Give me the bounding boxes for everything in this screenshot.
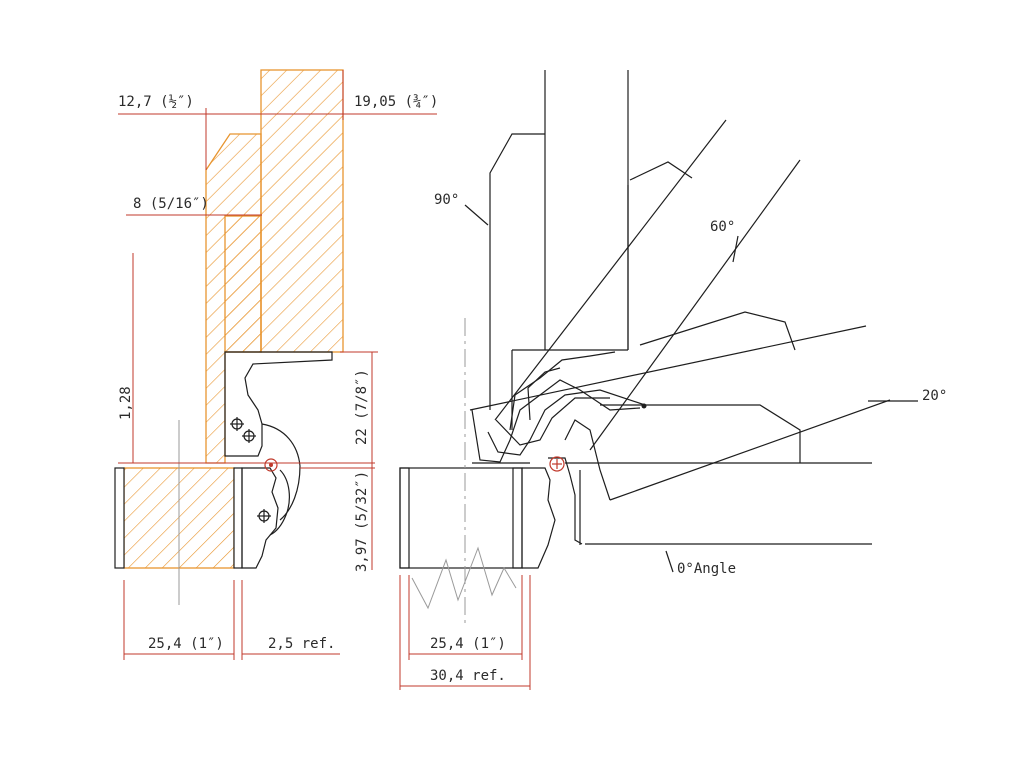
- frame-upper-block: [260, 69, 344, 353]
- dim-vertical-height-label: 1,28: [118, 386, 134, 420]
- dim-hinge-upper-label: 22 (7/8″): [354, 369, 370, 445]
- door-face-left: [114, 467, 125, 569]
- hinge-lower-leaf: [241, 467, 279, 569]
- label-90: 90°: [434, 192, 489, 226]
- angle-60-label: 60°: [710, 219, 735, 235]
- screw-icon: [230, 417, 244, 431]
- hinge-lower-curve: [269, 469, 290, 536]
- angle-20-label: 20°: [922, 388, 947, 404]
- dim-right-door-width: 25,4 (1″): [408, 575, 523, 660]
- door-position-60: [494, 119, 801, 451]
- dim-hinge-lower: 3,97 (5/32″): [354, 463, 373, 572]
- dim-right-door-width-label: 25,4 (1″): [430, 636, 506, 652]
- dim-hinge-lower-label: 3,97 (5/32″): [354, 471, 370, 572]
- dim-top-right-label: 19,05 (¾″): [354, 94, 438, 110]
- hinge-cluster: [471, 351, 647, 501]
- pivot-icon: [264, 458, 278, 472]
- angle-0-label: 0°Angle: [677, 561, 736, 577]
- dim-top-left-label: 12,7 (½″): [118, 94, 194, 110]
- label-20: 20°: [868, 388, 947, 404]
- hinge-knuckle-curve: [261, 423, 301, 521]
- screw-icon: [257, 509, 271, 523]
- dim-door-width: 25,4 (1″): [123, 580, 235, 660]
- pivot-icon: [549, 456, 565, 472]
- right-opening-angles-view: 90° 60° 20° 0°Angle 25,4 (1″) 30,4 ref.: [399, 70, 947, 690]
- dim-top-right: 19,05 (¾″): [262, 70, 438, 120]
- door-position-0: [565, 404, 872, 545]
- label-0: 0°Angle: [665, 550, 736, 577]
- dim-ref-label: 2,5 ref.: [268, 636, 335, 652]
- dim-ref: 2,5 ref.: [241, 580, 340, 660]
- label-60: 60°: [710, 219, 739, 263]
- dim-right-ref-label: 30,4 ref.: [430, 668, 506, 684]
- screw-icon: [242, 429, 256, 443]
- dim-offset-label: 8 (5/16″): [133, 196, 209, 212]
- dim-vertical-height: 1,28: [118, 253, 134, 463]
- frame-inner-slot: [224, 215, 262, 353]
- closed-door-block: [399, 457, 583, 610]
- dim-top-left: 12,7 (½″): [118, 94, 262, 170]
- door-position-20: [469, 311, 891, 501]
- dim-door-width-label: 25,4 (1″): [148, 636, 224, 652]
- angle-90-label: 90°: [434, 192, 459, 208]
- dim-hinge-upper: 22 (7/8″): [340, 351, 378, 463]
- dim-right-ref: 30,4 ref.: [399, 575, 531, 690]
- door-position-90: [489, 70, 629, 430]
- hinge-upper-leaf: [224, 351, 333, 457]
- left-section-view: 12,7 (½″) 19,05 (¾″) 8 (5/16″) 1,28 22 (…: [114, 69, 438, 660]
- dim-offset: 8 (5/16″): [126, 196, 262, 216]
- door-face-right: [233, 467, 243, 569]
